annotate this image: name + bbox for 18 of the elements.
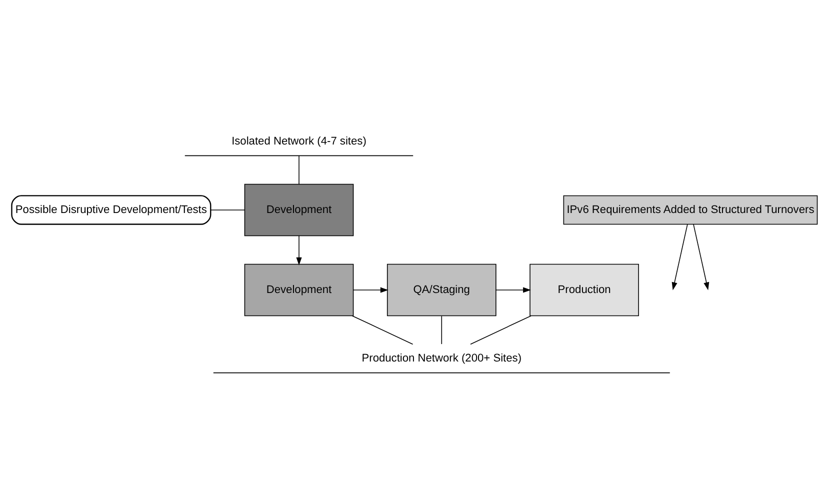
node-box: IPv6 Requirements Added to Structured Turnovers: [563, 194, 818, 224]
arrow: [693, 224, 710, 290]
arrow: [296, 234, 302, 265]
connector: [298, 154, 300, 184]
connector: [352, 314, 414, 344]
arrow: [496, 286, 531, 292]
connector: [441, 315, 442, 344]
node-text: Production Network (200+ Sites): [362, 352, 522, 364]
node-text: Isolated Network (4-7 sites): [232, 134, 366, 147]
node-box: Development: [244, 183, 354, 236]
node-box: QA/Staging: [386, 263, 496, 316]
arrow: [672, 224, 688, 290]
connector: [210, 209, 246, 210]
node-box: Production: [530, 263, 639, 316]
connector: [470, 314, 532, 344]
node-box: Possible Disruptive Development/Tests: [11, 194, 212, 224]
node-box: Development: [244, 263, 354, 316]
arrow: [352, 286, 388, 292]
